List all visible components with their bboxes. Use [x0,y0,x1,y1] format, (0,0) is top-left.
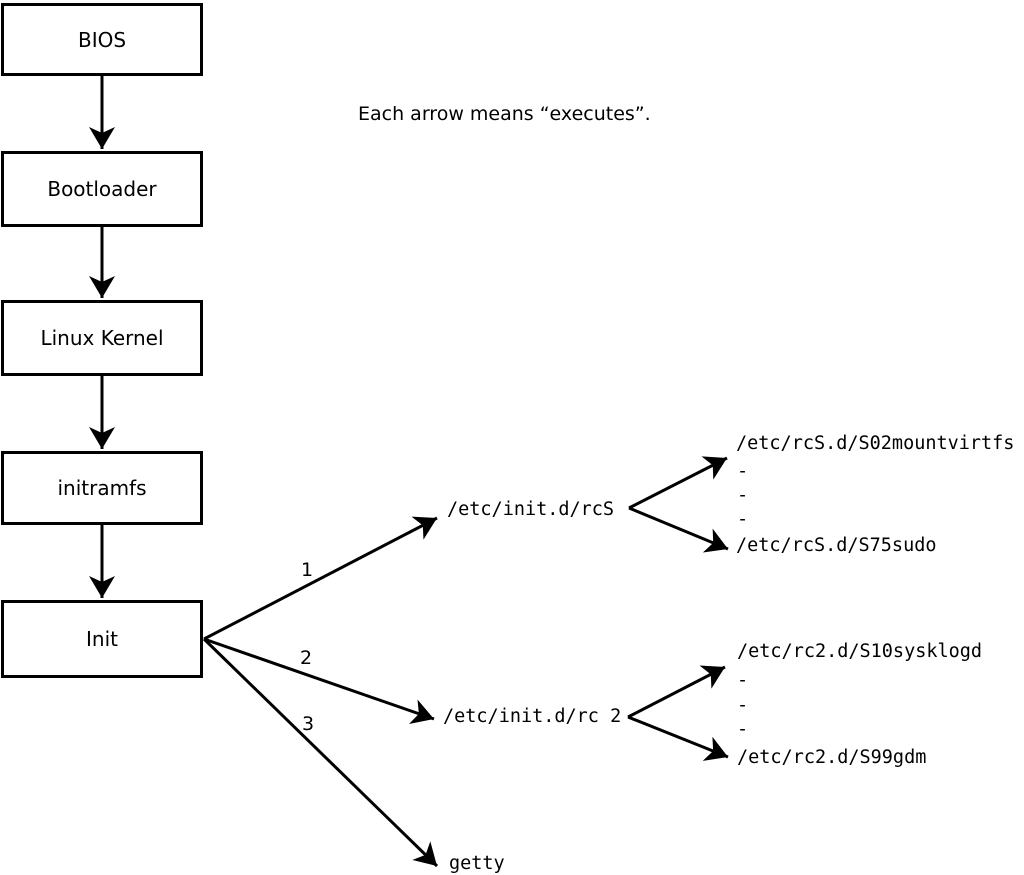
arrow-rc2-to-s99gdm [627,715,729,761]
script-getty: getty [449,853,505,874]
script-init-rcs: /etc/init.d/rcS [447,499,615,520]
caption-arrow-meaning: Each arrow means “executes”. [358,103,651,125]
branch-order-2: 2 [300,647,313,669]
script-init-rc2: /etc/init.d/rc 2 [443,706,622,727]
arrow-init-to-rc2 [203,637,435,725]
node-linux-kernel: Linux Kernel [1,300,203,376]
ellipsis-dash: - [737,461,749,482]
arrow-init-to-rcs [203,516,438,641]
ellipsis-dash: - [737,509,749,530]
arrow-rcs-to-s02mountvirtfs [628,456,728,510]
node-initramfs-label: initramfs [57,476,147,500]
branch-order-1: 1 [301,559,314,581]
node-bios: BIOS [1,3,203,76]
node-linux-kernel-label: Linux Kernel [40,326,164,350]
ellipsis-dash: - [737,719,749,740]
arrow-rc2-to-s10sysklogd [627,665,726,719]
node-initramfs: initramfs [1,451,203,525]
branch-order-3: 3 [302,713,315,735]
script-rcs-s02mountvirtfs: /etc/rcS.d/S02mountvirtfs [736,433,1015,454]
ellipsis-dash: - [737,485,749,506]
node-bootloader: Bootloader [1,151,203,227]
script-rc2-s10sysklogd: /etc/rc2.d/S10sysklogd [737,641,983,662]
node-init: Init [1,600,203,678]
arrow-init-to-getty [202,637,439,868]
script-rc2-s99gdm: /etc/rc2.d/S99gdm [737,747,927,768]
node-bootloader-label: Bootloader [47,177,157,201]
node-bios-label: BIOS [77,27,127,52]
arrow-rcs-to-s75sudo [628,506,729,553]
ellipsis-dash: - [737,670,749,691]
script-rcs-s75sudo: /etc/rcS.d/S75sudo [736,535,937,556]
ellipsis-dash: - [737,695,749,716]
node-init-label: Init [86,627,118,651]
